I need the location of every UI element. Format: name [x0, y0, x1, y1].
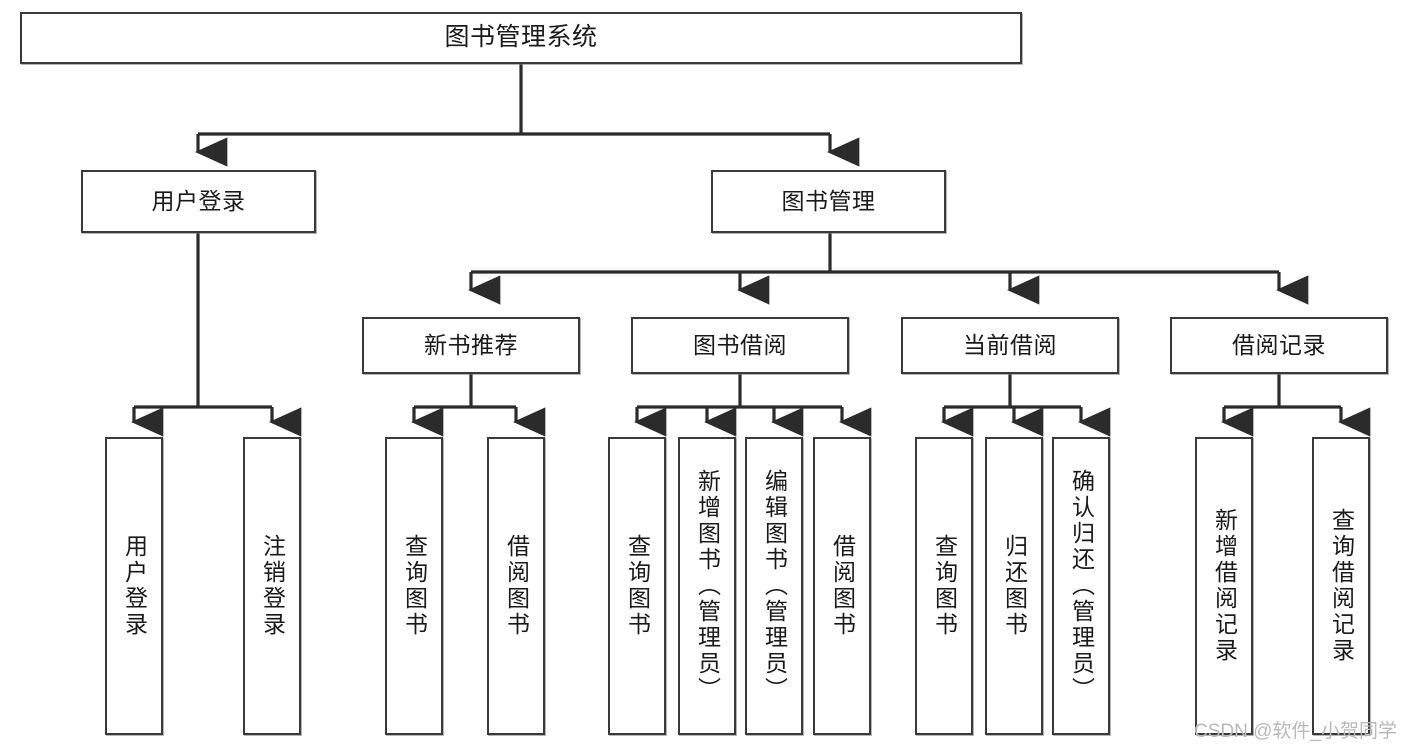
node-level3-new-book-recommend[interactable]: 新书推荐 — [362, 317, 580, 374]
node-leaf-confirm-return-admin-label: 确认归还（管理员） — [1068, 469, 1095, 703]
node-level3-borrow-records[interactable]: 借阅记录 — [1170, 317, 1388, 374]
node-level3-book-borrow-label: 图书借阅 — [693, 331, 787, 358]
node-leaf-borrow-book-recommend[interactable]: 借阅图书 — [487, 437, 545, 735]
node-level3-borrow-records-label: 借阅记录 — [1232, 331, 1326, 358]
node-leaf-borrow-book-label: 借阅图书 — [829, 534, 856, 638]
node-leaf-user-login-label: 用户登录 — [121, 534, 148, 638]
node-level3-book-borrow[interactable]: 图书借阅 — [631, 317, 849, 374]
node-leaf-confirm-return-admin[interactable]: 确认归还（管理员） — [1052, 437, 1110, 735]
node-leaf-borrow-book-recommend-label: 借阅图书 — [503, 534, 530, 638]
node-leaf-user-login[interactable]: 用户登录 — [105, 437, 163, 735]
node-leaf-query-borrow-record-label: 查询借阅记录 — [1328, 508, 1355, 664]
node-root[interactable]: 图书管理系统 — [20, 12, 1022, 64]
node-leaf-query-book-current-label: 查询图书 — [931, 534, 958, 638]
node-root-label: 图书管理系统 — [444, 23, 598, 52]
node-level2-user-login[interactable]: 用户登录 — [81, 170, 316, 233]
node-level3-new-book-recommend-label: 新书推荐 — [424, 331, 518, 358]
node-level3-current-borrow[interactable]: 当前借阅 — [901, 317, 1119, 374]
node-level2-book-management[interactable]: 图书管理 — [711, 170, 946, 233]
node-leaf-query-borrow-record[interactable]: 查询借阅记录 — [1312, 437, 1370, 735]
node-leaf-return-book-label: 归还图书 — [1001, 534, 1028, 638]
node-leaf-logout-label: 注销登录 — [259, 534, 286, 638]
node-level2-user-login-label: 用户登录 — [151, 187, 246, 214]
node-leaf-borrow-book[interactable]: 借阅图书 — [813, 437, 871, 735]
node-leaf-add-book-admin-label: 新增图书（管理员） — [694, 469, 721, 703]
node-leaf-edit-book-admin-label: 编辑图书（管理员） — [761, 469, 788, 703]
node-leaf-return-book[interactable]: 归还图书 — [985, 437, 1043, 735]
node-leaf-query-book-borrow-label: 查询图书 — [624, 534, 651, 638]
node-leaf-logout[interactable]: 注销登录 — [243, 437, 301, 735]
node-leaf-add-borrow-record-label: 新增借阅记录 — [1211, 508, 1238, 664]
node-level3-current-borrow-label: 当前借阅 — [963, 331, 1057, 358]
node-leaf-add-borrow-record[interactable]: 新增借阅记录 — [1195, 437, 1253, 735]
node-leaf-query-book-current[interactable]: 查询图书 — [915, 437, 973, 735]
watermark: CSDN @软件_小贺同学 — [1194, 721, 1397, 742]
node-leaf-query-book-borrow[interactable]: 查询图书 — [608, 437, 666, 735]
node-leaf-query-book-recommend-label: 查询图书 — [401, 534, 428, 638]
node-level2-book-management-label: 图书管理 — [781, 187, 876, 214]
node-leaf-add-book-admin[interactable]: 新增图书（管理员） — [678, 437, 736, 735]
node-leaf-query-book-recommend[interactable]: 查询图书 — [385, 437, 443, 735]
node-leaf-edit-book-admin[interactable]: 编辑图书（管理员） — [745, 437, 803, 735]
